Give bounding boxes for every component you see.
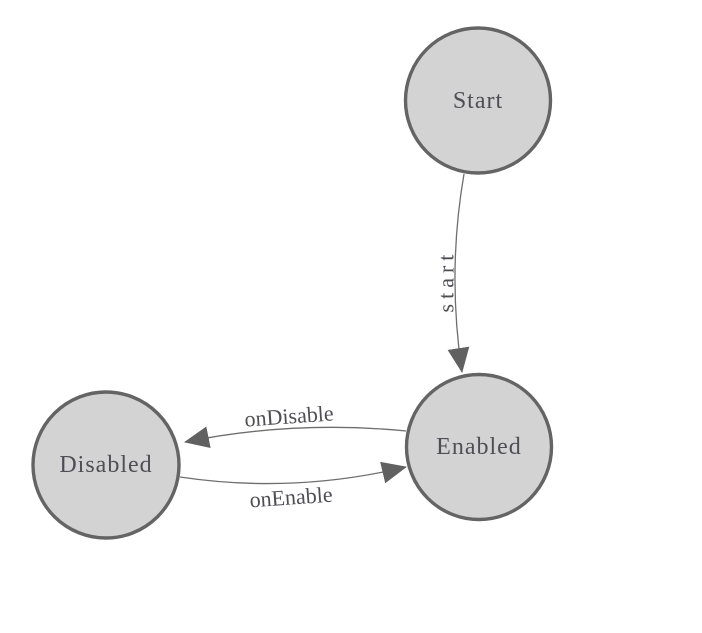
state-node-start[interactable] bbox=[403, 26, 553, 175]
state-node-enabled-group: Enabled bbox=[404, 372, 554, 522]
state-node-start-label: Start bbox=[453, 88, 503, 114]
state-node-enabled[interactable] bbox=[404, 372, 554, 522]
edge-enabled-to-disabled bbox=[184, 426, 407, 449]
edge-disabled-to-enabled bbox=[179, 461, 407, 485]
state-node-disabled-group: Disabled bbox=[31, 390, 181, 540]
edge-start-to-enabled bbox=[447, 173, 470, 373]
edge-label-start: start bbox=[434, 250, 459, 313]
edge-label-ondisable: onDisable bbox=[244, 400, 335, 431]
state-node-start-group: Start bbox=[403, 26, 553, 175]
state-node-disabled[interactable] bbox=[31, 390, 181, 540]
state-node-disabled-label: Disabled bbox=[59, 452, 152, 478]
edge-label-onenable: onEnable bbox=[249, 482, 334, 513]
state-node-enabled-label: Enabled bbox=[436, 434, 522, 460]
